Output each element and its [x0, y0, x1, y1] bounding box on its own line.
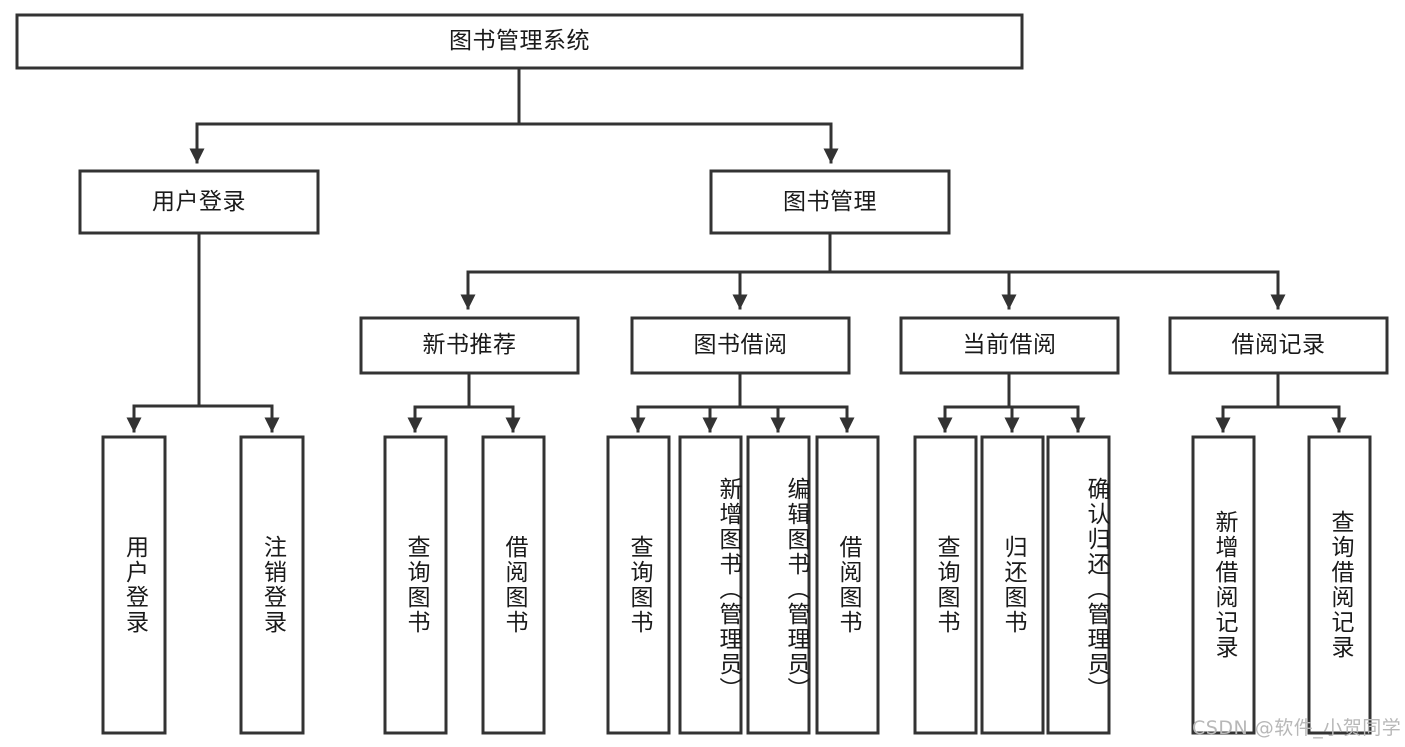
leaf-box-current-borrow-0[interactable]	[913, 435, 978, 735]
leaf-box-user-login-1[interactable]	[239, 435, 305, 735]
node-box-root[interactable]	[15, 13, 1024, 70]
leaf-box-book-borrow-1[interactable]	[678, 435, 743, 735]
leaf-box-borrow-record-1[interactable]	[1307, 435, 1372, 735]
node-box-current-borrow[interactable]	[899, 316, 1120, 375]
leaf-box-borrow-record-0[interactable]	[1191, 435, 1256, 735]
node-box-borrow-record[interactable]	[1168, 316, 1389, 375]
leaf-box-book-borrow-3[interactable]	[815, 435, 880, 735]
node-box-user-login[interactable]	[78, 169, 320, 235]
leaf-box-new-book-0[interactable]	[383, 435, 448, 735]
node-box-book-manage[interactable]	[709, 169, 951, 235]
leaf-box-current-borrow-1[interactable]	[980, 435, 1045, 735]
leaf-box-user-login-0[interactable]	[101, 435, 167, 735]
leaf-box-book-borrow-2[interactable]	[746, 435, 811, 735]
node-box-book-borrow[interactable]	[630, 316, 851, 375]
leaf-box-current-borrow-2[interactable]	[1046, 435, 1111, 735]
leaf-box-new-book-1[interactable]	[481, 435, 546, 735]
leaf-box-book-borrow-0[interactable]	[606, 435, 671, 735]
node-box-new-book[interactable]	[359, 316, 580, 375]
